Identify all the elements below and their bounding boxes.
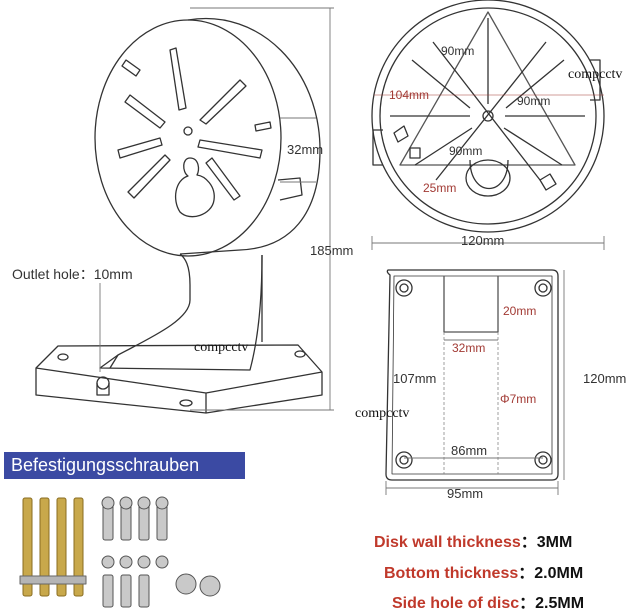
base-hole-label: Φ7mm	[500, 392, 537, 406]
spec-label: Bottom thickness	[384, 565, 519, 582]
base-slot-width-label: 32mm	[452, 341, 486, 355]
spec-separator: ：	[520, 534, 537, 551]
outlet-hole-label: Outlet hole：10mm	[12, 267, 133, 281]
spec-separator: ：	[519, 595, 536, 612]
spec-label: Disk wall thickness	[374, 534, 521, 551]
spec-value: 2.0MM	[534, 565, 584, 582]
disc-dimension-lines	[371, 94, 605, 250]
base-hole-span-label: 86mm	[451, 443, 488, 458]
base-bottom-view	[385, 269, 559, 481]
disc-hole-label: 25mm	[423, 181, 457, 195]
watermark-lower: compcctv	[355, 406, 410, 421]
outlet-hole-value: 10mm	[93, 266, 133, 282]
wall-depth-label: 32mm	[287, 142, 324, 157]
spec-label: Side hole of disc	[392, 595, 520, 612]
spec-disk-wall: Disk wall thickness：3MM	[374, 535, 572, 551]
base-outer-height-label: 120mm	[583, 371, 627, 386]
base-width-label: 95mm	[447, 486, 484, 501]
bracket-perspective-view	[35, 17, 323, 414]
disc-spoke-right-label: 90mm	[517, 94, 551, 108]
disc-width-label: 120mm	[461, 233, 505, 248]
screws-illustration	[19, 496, 221, 608]
base-inner-height-label: 107mm	[393, 371, 437, 386]
watermark-top-right: compcctv	[568, 67, 623, 82]
base-dimension-lines	[385, 270, 565, 495]
disc-spoke-bottom-label: 90mm	[449, 144, 483, 158]
disc-top-view	[371, 0, 605, 233]
spec-value: 3MM	[536, 534, 573, 551]
spec-value: 2.5MM	[535, 595, 585, 612]
disc-span-label: 104mm	[389, 88, 430, 102]
base-slot-height-label: 20mm	[503, 304, 537, 318]
spec-separator: ：	[518, 565, 535, 582]
spec-side-hole: Side hole of disc：2.5MM	[392, 596, 584, 612]
outlet-hole-caption: Outlet hole：	[12, 266, 94, 282]
total-height-label: 185mm	[310, 243, 354, 258]
screws-label-badge: Befestigungsschrauben	[4, 452, 245, 479]
watermark-middle: compcctv	[194, 340, 249, 355]
perspective-dimension-lines	[99, 7, 334, 411]
disc-spoke-top-label: 90mm	[441, 44, 475, 58]
spec-bottom: Bottom thickness：2.0MM	[384, 566, 583, 582]
